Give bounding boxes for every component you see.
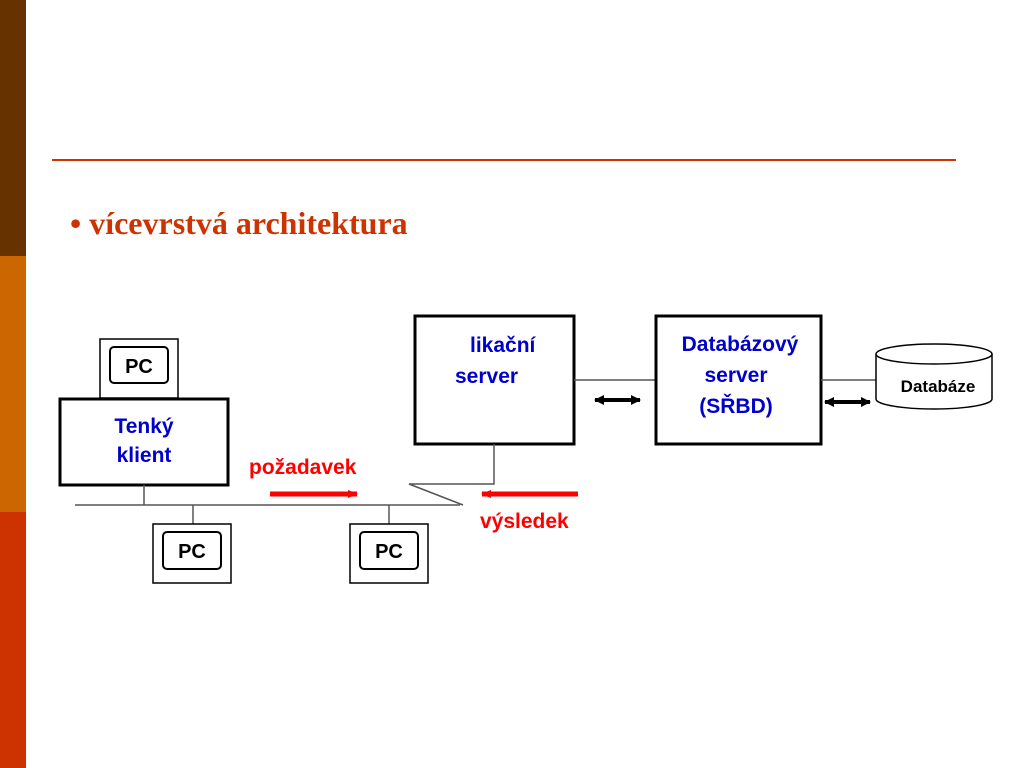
pc-workstation-2: PC	[349, 505, 429, 584]
application-server-box	[413, 314, 576, 446]
bullet-text: vícevrstvá architektura	[89, 205, 408, 241]
database-label: Databáze	[901, 377, 976, 396]
thin-client-monitor-screen	[109, 346, 169, 384]
application-server-label-line1: likační	[470, 334, 537, 357]
thin-client-label-line2: klient	[117, 444, 172, 467]
slide-sidebar	[0, 0, 26, 768]
thin-client-pc-label: PC	[125, 356, 153, 378]
database-storage: Databáze	[875, 343, 993, 410]
pc-1-label: PC	[178, 541, 206, 563]
thin-client-label-line1: Tenký	[114, 415, 173, 438]
title-rule	[52, 159, 956, 161]
pc-2-label: PC	[375, 541, 403, 563]
bullet-item: •vícevrstvá architektura	[70, 205, 408, 242]
sidebar-segment-middle	[0, 256, 26, 512]
database-cylinder-top	[875, 343, 993, 365]
request-label: požadavek	[249, 456, 357, 479]
bullet-marker: •	[70, 205, 82, 241]
database-server: Databázový server (SŘBD)	[654, 314, 823, 446]
database-server-label-line2: server	[704, 364, 767, 387]
thin-client-box	[58, 397, 230, 487]
pc-workstation-1: PC	[152, 505, 232, 584]
sidebar-segment-bottom	[0, 512, 26, 768]
sidebar-segment-top	[0, 0, 26, 256]
pc-2-monitor-screen	[359, 531, 419, 570]
thin-client: PC Tenký klient	[58, 338, 230, 505]
database-server-label-line3: (SŘBD)	[699, 394, 773, 418]
application-server-label-line2: server	[455, 365, 518, 388]
pc-1-monitor-screen	[162, 531, 222, 570]
database-server-label-line1: Databázový	[682, 333, 799, 356]
database-cylinder-body	[875, 354, 993, 410]
application-server: likační server	[408, 314, 576, 506]
result-label: výsledek	[480, 510, 569, 533]
application-server-connector	[408, 444, 495, 506]
